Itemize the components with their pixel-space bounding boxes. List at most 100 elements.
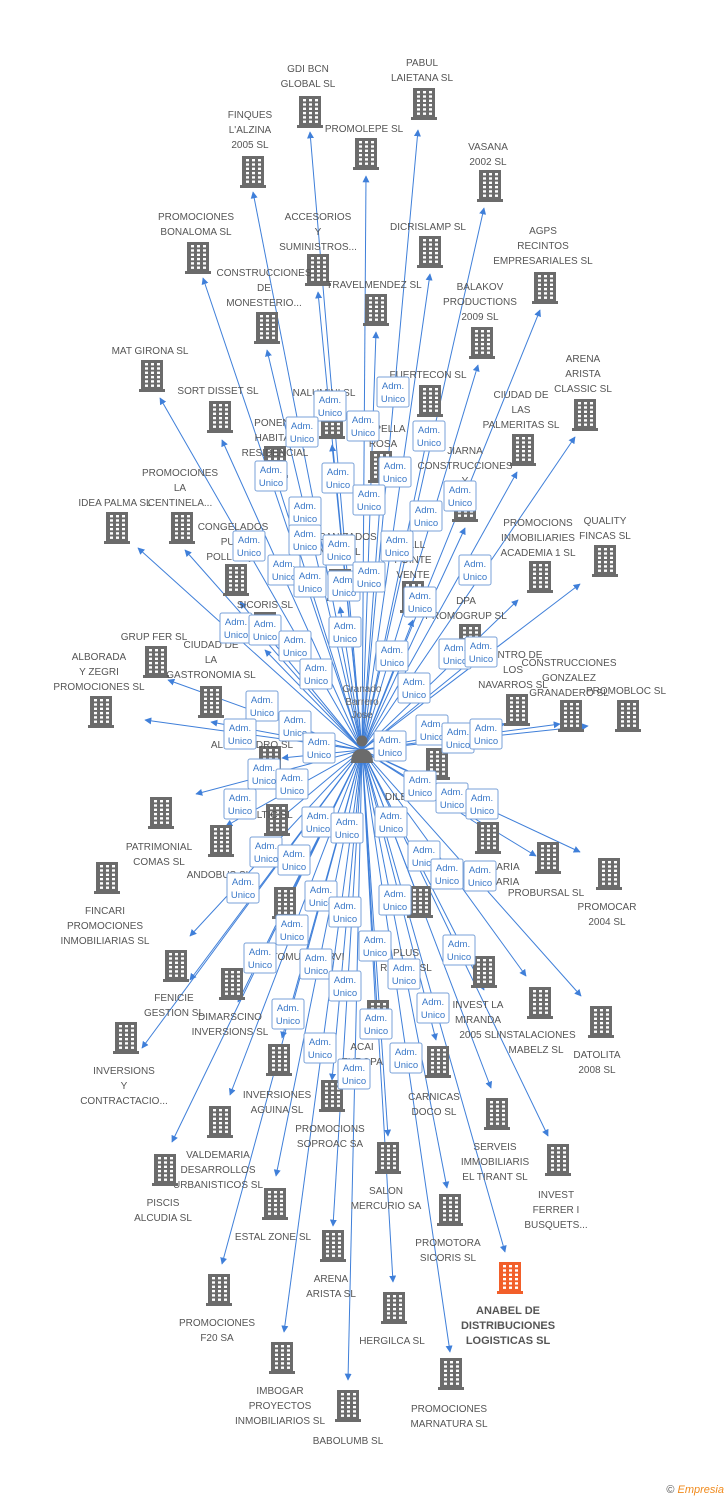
role-badge[interactable]: Adm.Unico [321, 462, 355, 494]
company-node-c23[interactable]: IDEA PALMA SL [78, 498, 152, 544]
company-label[interactable]: IDEA PALMA SL [78, 498, 152, 509]
role-badge[interactable]: Adm.Unico [346, 410, 380, 442]
role-badge[interactable]: Adm.Unico [219, 612, 253, 644]
company-node-c31[interactable]: GRUP FER SL [121, 632, 188, 678]
company-label[interactable]: DICRISLAMP SL [390, 222, 466, 233]
role-badge[interactable]: Adm.Unico [278, 630, 312, 662]
role-badge[interactable]: Adm.Unico [397, 672, 431, 704]
company-node-c4[interactable]: PROMOLEPE SL [325, 124, 404, 170]
role-badge[interactable]: Adm.Unico [232, 530, 266, 562]
company-node-c63[interactable]: ESTAL ZONE SL [235, 1188, 312, 1243]
role-badge[interactable]: Adm.Unico [285, 416, 319, 448]
company-node-c43[interactable]: PROBURSAL SL [508, 842, 585, 899]
role-badge[interactable]: Adm.Unico [376, 376, 410, 408]
role-badge[interactable]: Adm.Unico [301, 806, 335, 838]
company-node-c40[interactable]: BALTIC SL [243, 804, 293, 836]
role-badge[interactable]: Adm.Unico [328, 970, 362, 1002]
role-badge[interactable]: Adm.Unico [403, 586, 437, 618]
role-badge[interactable]: Adm.Unico [358, 930, 392, 962]
role-badge[interactable]: Adm.Unico [293, 566, 327, 598]
company-label[interactable]: ESTAL ZONE SL [235, 1232, 312, 1243]
role-badge[interactable]: Adm.Unico [249, 836, 283, 868]
role-badge[interactable]: Adm.Unico [328, 896, 362, 928]
role-badge[interactable]: Adm.Unico [378, 456, 412, 488]
role-badge[interactable]: Adm.Unico [299, 948, 333, 980]
company-label[interactable]: MAT GIRONA SL [112, 346, 189, 357]
role-badge[interactable]: Adm.Unico [465, 788, 499, 820]
company-label[interactable]: PROBURSAL SL [508, 888, 585, 899]
company-label[interactable]: BABOLUMB SL [313, 1436, 384, 1447]
company-label[interactable]: BALTIC SL [243, 810, 293, 821]
company-label[interactable]: ANDOBUS SL [187, 870, 252, 881]
role-badge[interactable]: Adm.Unico [313, 390, 347, 422]
role-badge[interactable]: Adm.Unico [380, 530, 414, 562]
company-node-c16[interactable]: FUERTECON SL [389, 370, 467, 417]
role-badge[interactable]: Adm.Unico [463, 860, 497, 892]
role-badge[interactable]: Adm.Unico [412, 420, 446, 452]
role-badge[interactable]: Adm.Unico [416, 992, 450, 1024]
company-label[interactable]: SICORIS SL [237, 600, 294, 611]
role-badge[interactable]: Adm.Unico [327, 570, 361, 602]
role-badge[interactable]: Adm.Unico [303, 1032, 337, 1064]
role-badge[interactable]: Adm.Unico [359, 1008, 393, 1040]
role-badge[interactable]: Adm.Unico [245, 690, 279, 722]
role-badge[interactable]: Adm.Unico [243, 942, 277, 974]
company-node-c11[interactable]: TRAVELMENDEZ SL [326, 280, 422, 326]
company-node-c41[interactable]: ANDOBUS SL [187, 825, 252, 881]
company-node-c13[interactable]: MAT GIRONA SL [112, 346, 189, 392]
role-badge[interactable]: Adm.Unico [275, 914, 309, 946]
role-badge[interactable]: Adm.Unico [352, 484, 386, 516]
company-node-c8[interactable]: DICRISLAMP SL [390, 222, 466, 268]
